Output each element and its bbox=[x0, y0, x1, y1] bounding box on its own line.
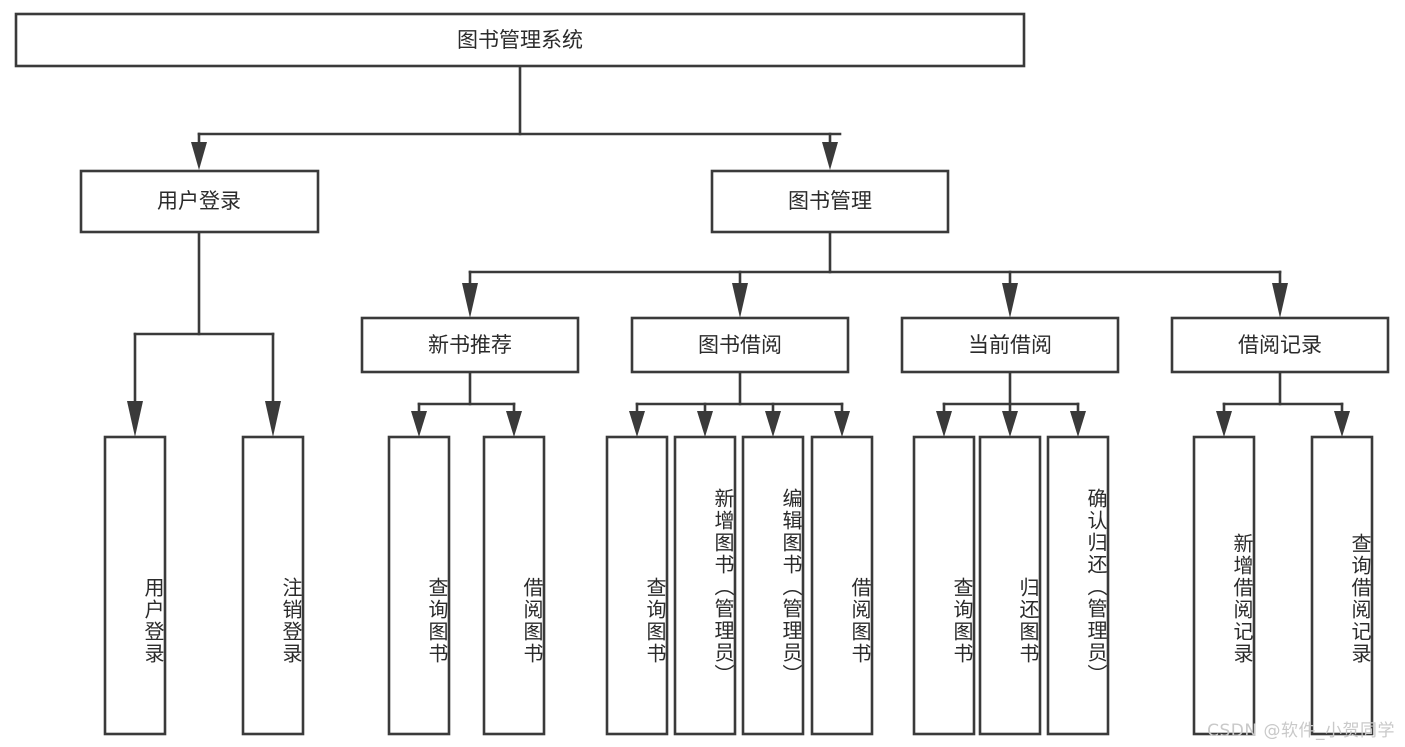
leaf-box-query-borrow-record[interactable] bbox=[1310, 435, 1374, 736]
arrowhead-leaf-logout-login bbox=[265, 401, 281, 437]
connector-group-new-book-recommend bbox=[411, 370, 522, 437]
leaf-box-borrow-book-2[interactable] bbox=[810, 435, 874, 736]
arrowhead-leaf-edit-book bbox=[765, 411, 781, 437]
leaf-box-return-book[interactable] bbox=[978, 435, 1042, 736]
arrowhead-book-manage bbox=[822, 142, 838, 170]
node-book-manage-box[interactable] bbox=[710, 169, 950, 234]
arrowhead-new-book-recommend bbox=[462, 283, 478, 318]
connector-group-book-borrow bbox=[629, 370, 850, 437]
arrowhead-book-borrow bbox=[732, 283, 748, 318]
node-borrow-record-box[interactable] bbox=[1170, 316, 1390, 374]
arrowhead-leaf-query-book-1 bbox=[411, 411, 427, 437]
watermark-text: CSDN @软件_小贺同学 bbox=[1207, 721, 1395, 741]
node-borrow-record-label: 借阅记录 bbox=[1238, 333, 1322, 357]
node-book-manage[interactable]: 图书管理 bbox=[710, 169, 950, 234]
node-root[interactable]: 图书管理系统 bbox=[14, 12, 1026, 68]
leaf-box-query-book-2[interactable] bbox=[605, 435, 669, 736]
leaf-box-query-book-3[interactable] bbox=[912, 435, 976, 736]
connector-group-root bbox=[191, 64, 842, 170]
node-book-borrow-box[interactable] bbox=[630, 316, 850, 374]
leaf-box-confirm-return[interactable] bbox=[1046, 435, 1110, 736]
arrowhead-leaf-query-borrow-record bbox=[1334, 411, 1350, 437]
leaf-box-user-login[interactable] bbox=[103, 435, 167, 736]
arrowhead-leaf-add-borrow-record bbox=[1216, 411, 1232, 437]
leaf-box-add-book[interactable] bbox=[673, 435, 737, 736]
arrowhead-current-borrow bbox=[1002, 283, 1018, 318]
node-root-box[interactable] bbox=[14, 12, 1026, 68]
node-user-login-label: 用户登录 bbox=[157, 189, 241, 213]
connector-group-borrow-record bbox=[1216, 370, 1350, 437]
node-user-login-box[interactable] bbox=[79, 169, 320, 234]
arrowhead-leaf-confirm-return bbox=[1070, 411, 1086, 437]
arrowhead-leaf-query-book-2 bbox=[629, 411, 645, 437]
node-user-login[interactable]: 用户登录 bbox=[79, 169, 320, 234]
leaf-boxes bbox=[103, 435, 1374, 736]
leaf-box-logout-login[interactable] bbox=[241, 435, 305, 736]
connector-group-current-borrow bbox=[936, 370, 1086, 437]
arrowhead-leaf-query-book-3 bbox=[936, 411, 952, 437]
arrowhead-borrow-record bbox=[1272, 283, 1288, 318]
connector-group-user-login bbox=[127, 230, 281, 437]
node-book-borrow-label: 图书借阅 bbox=[698, 333, 782, 357]
arrowhead-leaf-user-login bbox=[127, 401, 143, 437]
node-book-borrow[interactable]: 图书借阅 bbox=[630, 316, 850, 374]
node-new-book-recommend-label: 新书推荐 bbox=[428, 333, 512, 357]
arrowhead-leaf-add-book bbox=[697, 411, 713, 437]
node-borrow-record[interactable]: 借阅记录 bbox=[1170, 316, 1390, 374]
connector-group-book-manage bbox=[462, 230, 1288, 318]
arrowhead-leaf-borrow-book-2 bbox=[834, 411, 850, 437]
leaf-box-add-borrow-record[interactable] bbox=[1192, 435, 1256, 736]
leaf-box-edit-book[interactable] bbox=[741, 435, 805, 736]
node-new-book-recommend[interactable]: 新书推荐 bbox=[360, 316, 580, 374]
node-current-borrow-box[interactable] bbox=[900, 316, 1120, 374]
node-root-label: 图书管理系统 bbox=[457, 28, 583, 52]
leaf-box-borrow-book-1[interactable] bbox=[482, 435, 546, 736]
node-book-manage-label: 图书管理 bbox=[788, 189, 872, 213]
leaf-box-query-book-1[interactable] bbox=[387, 435, 451, 736]
node-current-borrow-label: 当前借阅 bbox=[968, 333, 1052, 357]
node-new-book-recommend-box[interactable] bbox=[360, 316, 580, 374]
arrowhead-leaf-return-book bbox=[1002, 411, 1018, 437]
arrowhead-leaf-borrow-book-1 bbox=[506, 411, 522, 437]
node-current-borrow[interactable]: 当前借阅 bbox=[900, 316, 1120, 374]
arrowhead-user-login bbox=[191, 142, 207, 170]
